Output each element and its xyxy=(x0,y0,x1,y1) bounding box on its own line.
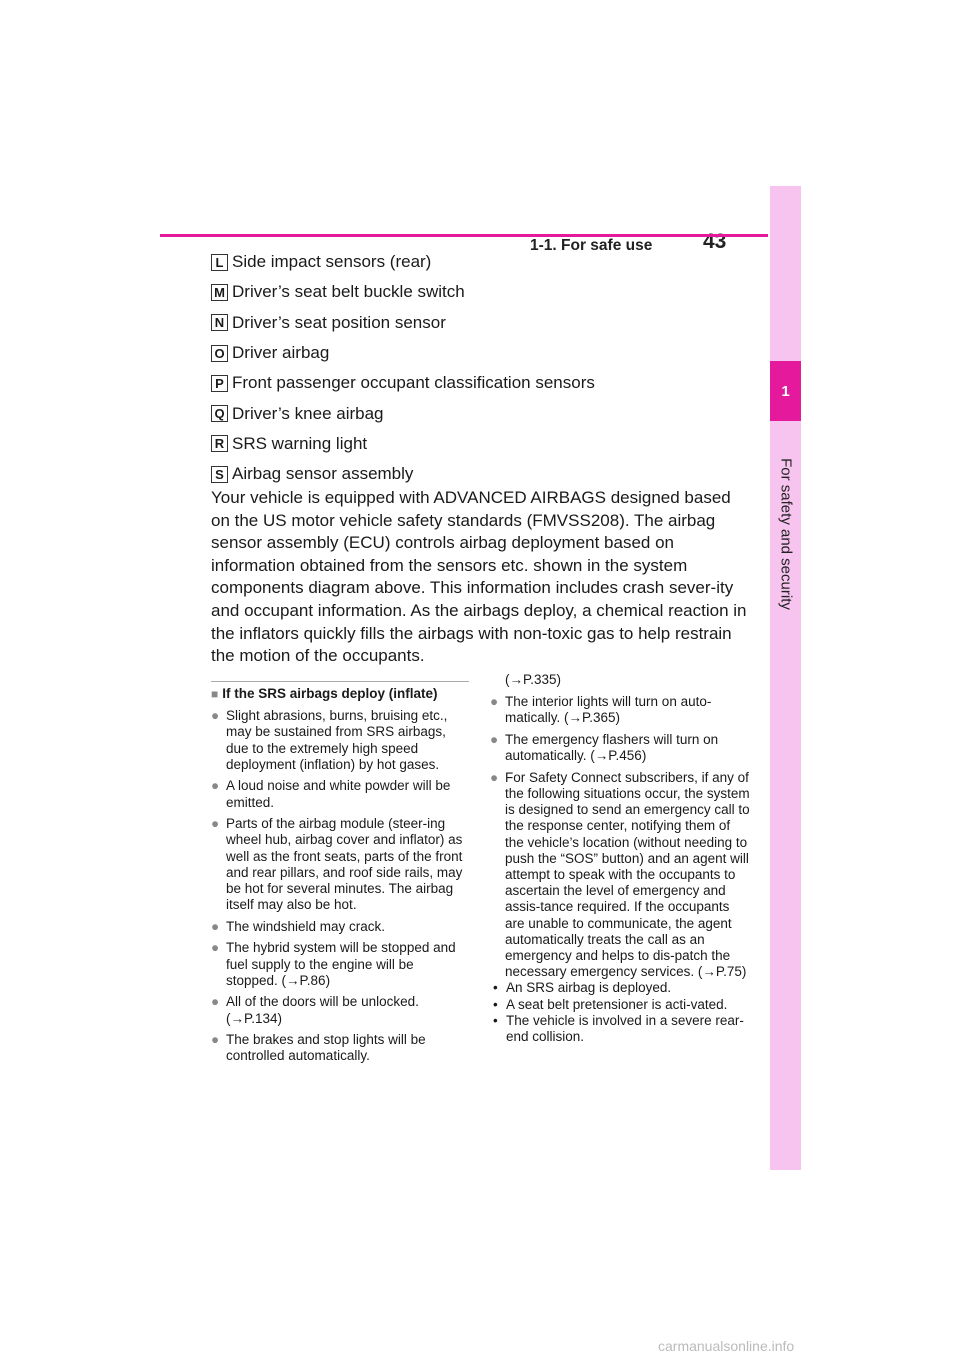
small-bullet-icon: • xyxy=(493,980,498,996)
column-divider xyxy=(211,681,469,682)
sub-list-item-text: The vehicle is involved in a severe rear… xyxy=(506,1012,744,1045)
list-item-text: Slight abrasions, burns, bruising etc., … xyxy=(226,708,448,772)
component-letter-box: S xyxy=(211,465,228,483)
component-letter-box: Q xyxy=(211,405,228,423)
chapter-title: For safety and security xyxy=(777,458,795,610)
section-header: 1-1. For safe use xyxy=(530,237,653,254)
bullet-dot-icon: ● xyxy=(490,769,499,785)
component-label: Driver airbag xyxy=(232,343,330,363)
component-label: Side impact sensors (rear) xyxy=(232,252,432,272)
component-label: Airbag sensor assembly xyxy=(232,464,414,484)
list-item: ● The emergency flashers will turn on aut… xyxy=(490,732,752,764)
sub-list-item-text: An SRS airbag is deployed. xyxy=(506,980,672,996)
component-letter-box: R xyxy=(211,435,228,453)
bullet-dot-icon: ● xyxy=(211,918,220,934)
list-item-text: Parts of the airbag module (steer-ing wh… xyxy=(226,816,463,913)
list-item-text: The interior lights will turn on auto-ma… xyxy=(505,694,712,726)
component-label: Front passenger occupant classification … xyxy=(232,373,595,393)
list-item: ● Slight abrasions, burns, bruising etc.,… xyxy=(211,708,469,773)
sub-list-item: • The vehicle is involved in a severe rea… xyxy=(490,1013,752,1045)
list-item: ● A loud noise and white powder will be e… xyxy=(211,778,469,810)
list-item: ● For Safety Connect subscribers, if any … xyxy=(490,770,752,981)
list-item-text: The brakes and stop lights will be contr… xyxy=(226,1032,426,1064)
list-item: ● The brakes and stop lights will be cont… xyxy=(211,1032,469,1064)
chapter-number-badge: 1 xyxy=(770,361,801,421)
small-bullet-icon: • xyxy=(493,996,498,1012)
list-item: ● The hybrid system will be stopped and f… xyxy=(211,940,469,989)
component-label: SRS warning light xyxy=(232,433,368,453)
sub-list-item: • An SRS airbag is deployed. xyxy=(490,980,752,996)
bullet-dot-icon: ● xyxy=(211,708,220,724)
list-item: ● All of the doors will be unlocked. (→P.… xyxy=(211,994,469,1026)
small-bullet-icon: • xyxy=(493,1012,498,1028)
bullet-dot-icon: ● xyxy=(211,994,220,1010)
sub-list-item: • A seat belt pretensioner is acti-vated. xyxy=(490,997,752,1013)
list-item-text: The hybrid system will be stopped and fu… xyxy=(226,940,456,988)
list-item-text: All of the doors will be unlocked. (→P.1… xyxy=(226,994,419,1026)
bullet-dot-icon: ● xyxy=(490,732,499,747)
list-item: ● Parts of the airbag module (steer-ing w… xyxy=(211,816,469,913)
continuation-text: (→P.335) xyxy=(505,672,562,687)
component-letter-box: O xyxy=(211,344,228,362)
chapter-side-tab xyxy=(770,186,801,1170)
bullet-dot-icon: ● xyxy=(211,816,220,832)
list-item: ● The interior lights will turn on auto-m… xyxy=(490,694,752,726)
left-column: ■ If the SRS airbags deploy (inflate) ● S… xyxy=(211,686,469,1070)
watermark: carmanualsonline.info xyxy=(658,1338,795,1354)
list-item-text: The windshield may crack. xyxy=(226,918,386,934)
component-letter-box: P xyxy=(211,374,228,392)
bullet-dot-icon: ● xyxy=(211,940,220,956)
component-label: Driver’s seat position sensor xyxy=(232,312,446,332)
section-heading: ■ If the SRS airbags deploy (inflate) xyxy=(211,686,469,702)
sub-list-item-text: A seat belt pretensioner is acti-vated. xyxy=(506,996,728,1012)
component-letter-box: L xyxy=(211,253,228,271)
bullet-dot-icon: ● xyxy=(490,694,499,710)
component-label: Driver’s knee airbag xyxy=(232,403,384,423)
right-column: (→P.335) ● The interior lights will turn … xyxy=(490,672,752,1045)
list-item-text: For Safety Connect subscribers, if any o… xyxy=(505,769,750,980)
component-label: Driver’s seat belt buckle switch xyxy=(232,282,465,302)
square-bullet-icon: ■ xyxy=(211,687,219,701)
component-letter-box: N xyxy=(211,314,228,332)
bullet-dot-icon: ● xyxy=(211,1032,220,1048)
list-item: ● The windshield may crack. xyxy=(211,919,469,935)
list-item-text: A loud noise and white powder will be em… xyxy=(226,778,451,810)
list-item-text: The emergency flashers will turn on auto… xyxy=(505,732,719,764)
header-divider xyxy=(160,234,768,237)
component-letter-box: M xyxy=(211,283,228,301)
bullet-dot-icon: ● xyxy=(211,778,220,794)
section-heading-text: If the SRS airbags deploy (inflate) xyxy=(222,686,438,701)
intro-paragraph: Your vehicle is equipped with ADVANCED A… xyxy=(211,488,747,666)
